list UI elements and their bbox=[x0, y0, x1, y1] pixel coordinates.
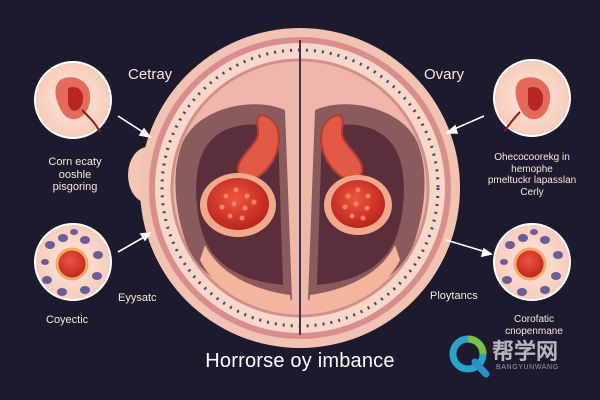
arrow-bottom-right bbox=[445, 239, 487, 253]
inset-top-left-strand bbox=[81, 109, 101, 133]
organ-cross-section bbox=[128, 28, 460, 348]
label-left-bottom: Coyectic bbox=[46, 314, 89, 326]
label-right-mid-line-4: Cerly bbox=[520, 186, 544, 198]
inset-top-right bbox=[493, 59, 571, 137]
label-left-lower: Eyysatc bbox=[118, 292, 157, 304]
arrow-top-left bbox=[117, 115, 147, 135]
left-tube bbox=[236, 113, 281, 181]
label-top-left-title: Cetray bbox=[128, 66, 173, 83]
watermark-logo-icon bbox=[449, 335, 490, 378]
inset-bottom-right-cells bbox=[500, 229, 563, 296]
watermark: 帮学网 BANGYUNWANG bbox=[448, 334, 588, 380]
diagram-caption: Horrorse oy imbance bbox=[205, 350, 395, 372]
arrow-bottom-left bbox=[117, 235, 147, 253]
inset-bottom-left-follicle bbox=[55, 247, 89, 281]
label-top-right-title: Ovary bbox=[424, 66, 465, 83]
inset-bottom-right bbox=[493, 223, 571, 301]
label-right-mid-line-3: pmeltuckr lapasslan bbox=[487, 175, 577, 186]
label-left-mid: Corn ecaty ooshle pisgoring bbox=[30, 156, 120, 194]
lower-tissue-left bbox=[200, 245, 292, 310]
label-right-bottom-line-2: cnopenmane bbox=[505, 325, 563, 337]
label-right-bottom-line-1: Corofatic bbox=[513, 314, 554, 325]
inset-top-left-core bbox=[68, 86, 84, 111]
left-follicle-granules bbox=[219, 187, 257, 221]
watermark-logo-text: 帮学网 bbox=[492, 340, 559, 365]
inset-top-right-strand bbox=[503, 111, 521, 133]
inset-bottom-left-cells bbox=[41, 229, 103, 296]
lower-tissue-right bbox=[308, 245, 400, 310]
arrow-top-right bbox=[451, 115, 485, 131]
right-follicle-granules bbox=[342, 187, 371, 221]
label-left-mid-line-2: ooshle bbox=[58, 168, 92, 181]
inset-bottom-right-follicle bbox=[513, 247, 547, 281]
inset-bottom-left bbox=[34, 223, 112, 301]
inset-top-left bbox=[34, 61, 112, 139]
label-right-mid-line-2: hemophe bbox=[511, 163, 553, 175]
right-tube bbox=[319, 113, 364, 181]
watermark-sub-text: BANGYUNWANG bbox=[496, 364, 559, 371]
label-left-mid-line-1: Corn ecaty bbox=[48, 156, 102, 168]
label-left-mid-line-3: pisgoring bbox=[52, 181, 98, 194]
label-right-mid: Ohecocoorekg in hemophe pmeltuckr lapass… bbox=[468, 152, 596, 198]
label-right-mid-line-1: Ohecocoorekg in bbox=[494, 152, 570, 163]
inset-top-right-core bbox=[528, 86, 544, 111]
left-follicle bbox=[207, 178, 269, 230]
label-right-bottom: Corofatic cnopenmane bbox=[484, 314, 584, 337]
arrows bbox=[117, 115, 493, 258]
label-right-lower: Ploytancs bbox=[430, 290, 478, 302]
